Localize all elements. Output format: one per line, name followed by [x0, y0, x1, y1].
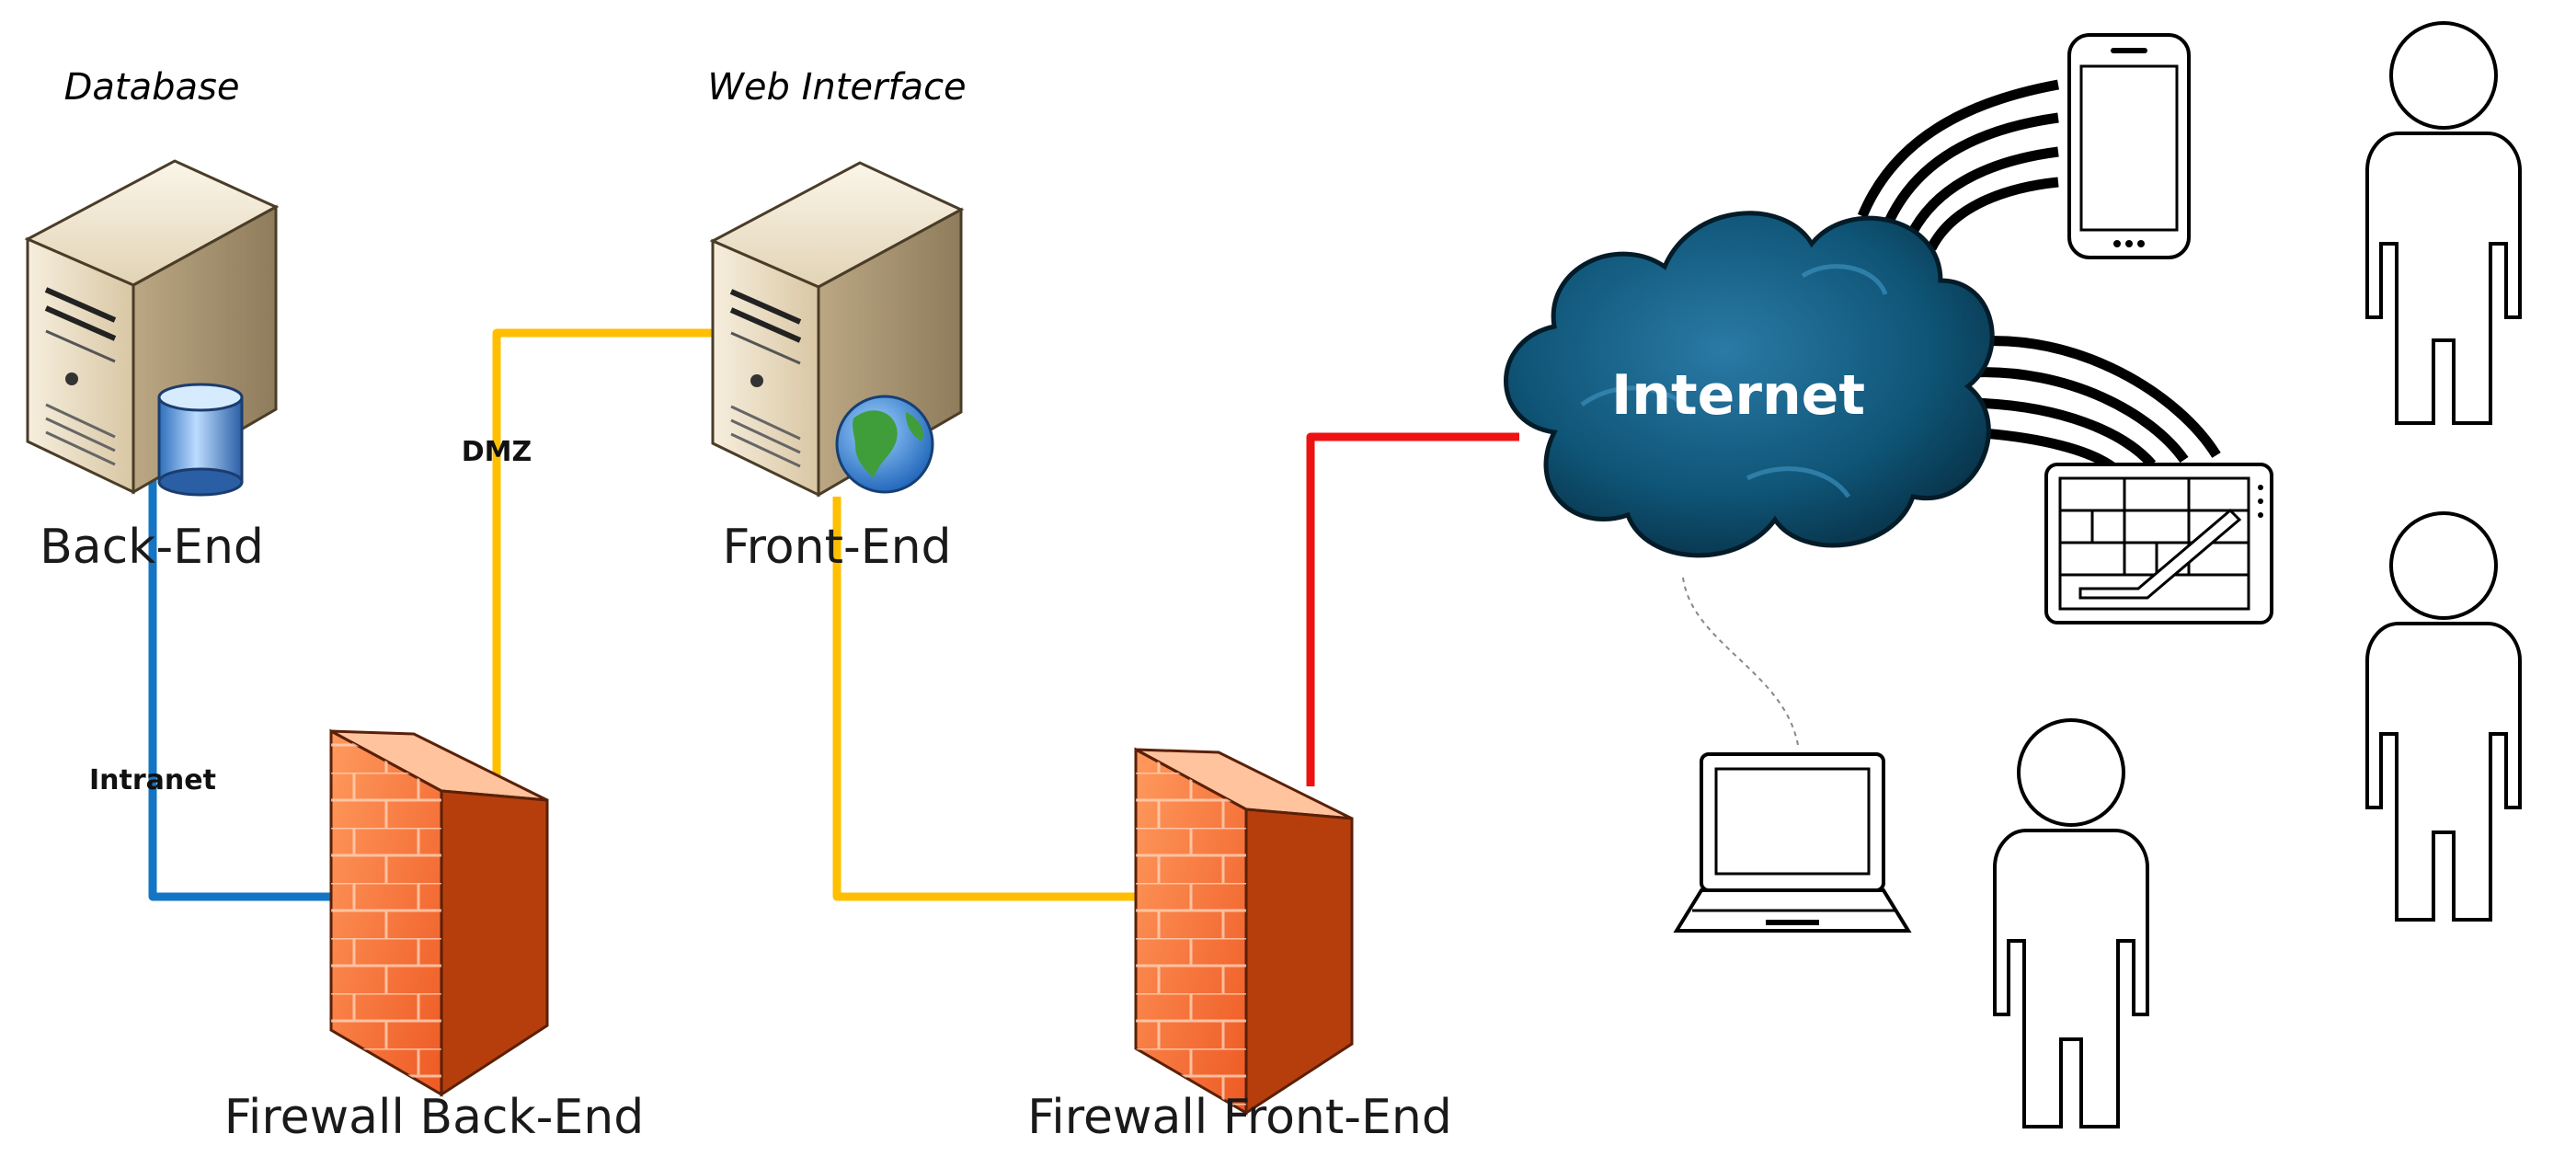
firewall-front-end-label: Firewall Front-End — [1027, 1090, 1452, 1145]
internet-link — [1306, 432, 1519, 786]
internet-cloud-icon — [1504, 211, 1995, 558]
firewall-icon — [1134, 747, 1354, 1116]
person-icon — [2365, 21, 2522, 425]
wireless-link-tablet — [1969, 336, 2221, 474]
database-caption: Database — [63, 66, 240, 109]
dmz-link-front — [832, 497, 1139, 901]
front-end-label: Front-End — [722, 520, 952, 575]
firewall-back-end-label: Firewall Back-End — [223, 1090, 645, 1145]
database-cylinder-icon — [157, 383, 244, 497]
internet-label: Internet — [1610, 363, 1866, 428]
intranet-link-label: Intranet — [89, 764, 216, 796]
laptop-icon — [1673, 752, 1912, 933]
tablet-icon — [2044, 463, 2273, 624]
globe-icon — [835, 395, 934, 494]
firewall-icon — [329, 728, 549, 1097]
person-icon — [2365, 511, 2522, 922]
person-icon — [1993, 718, 2149, 1128]
back-end-label: Back-End — [40, 520, 264, 575]
intranet-link — [148, 460, 338, 901]
wireless-link-smartphone — [1857, 79, 2059, 251]
web-interface-caption: Web Interface — [707, 66, 967, 109]
dmz-link-label: DMZ — [461, 436, 532, 468]
dmz-link-back — [492, 328, 717, 786]
smartphone-icon — [2067, 33, 2191, 259]
laptop-link — [1682, 577, 1799, 746]
